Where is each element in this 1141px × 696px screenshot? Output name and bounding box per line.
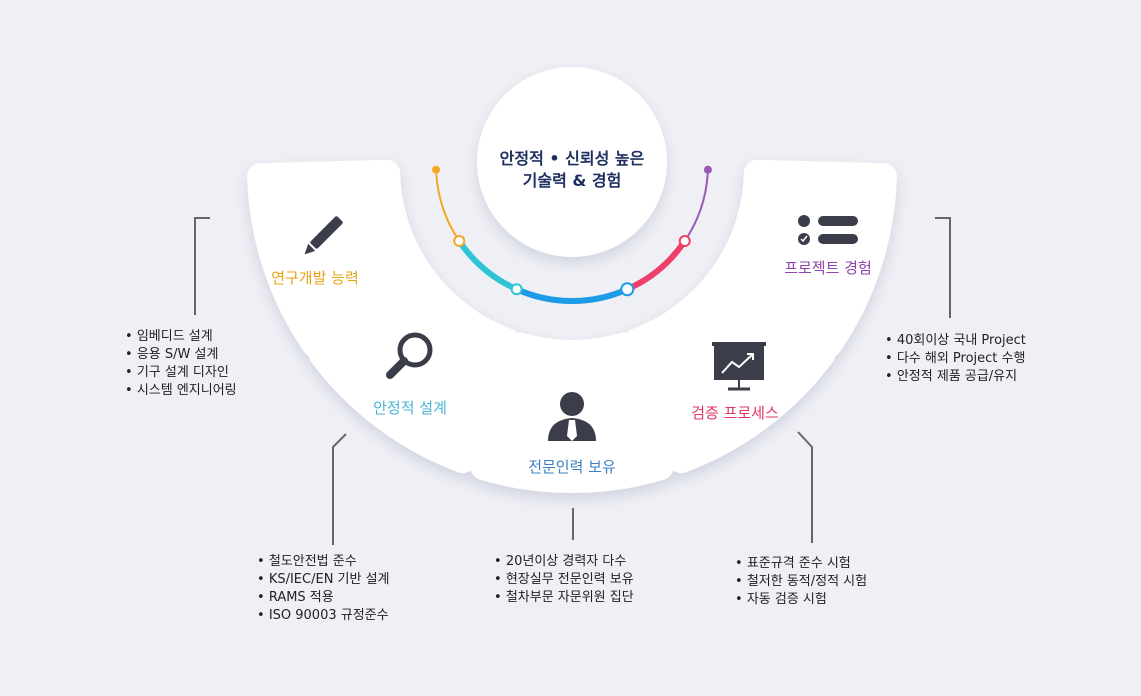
center-title-line1: 안정적 • 신뢰성 높은	[499, 149, 645, 168]
arc-node	[620, 282, 635, 297]
bullet-list-experts: 20년이상 경력자 다수 현장실무 전문인력 보유 철차부문 자문위원 집단	[494, 553, 634, 607]
card-safe-design	[308, 265, 521, 474]
list-item: 철저한 동적/정적 시험	[735, 573, 867, 591]
list-item: 철도안전법 준수	[257, 553, 390, 571]
list-item: 현장실무 전문인력 보유	[494, 571, 634, 589]
list-item: KS/IEC/EN 기반 설계	[257, 571, 390, 589]
arc-node	[453, 235, 466, 248]
arc-segment	[435, 173, 461, 243]
list-item: 20년이상 경력자 다수	[494, 553, 634, 571]
bullet-list-verification: 표준규격 준수 시험 철저한 동적/정적 시험 자동 검증 시험	[735, 555, 867, 609]
arc-segment	[683, 173, 709, 243]
arc-segment	[624, 238, 688, 293]
list-item: 안정적 제품 공급/유지	[885, 368, 1026, 386]
list-item: ISO 90003 규정준수	[257, 607, 390, 625]
card-title-rnd: 연구개발 능력	[271, 269, 359, 287]
arc-segment	[456, 238, 520, 293]
list-item: 철차부문 자문위원 집단	[494, 589, 634, 607]
card-title-safe-design: 안정적 설계	[373, 399, 447, 417]
arc-node	[703, 165, 712, 174]
person-icon	[548, 392, 596, 441]
card-rnd	[247, 159, 433, 358]
arc-node	[510, 283, 523, 296]
bullet-list-safe-design: 철도안전법 준수 KS/IEC/EN 기반 설계 RAMS 적용 ISO 900…	[257, 553, 390, 625]
bullet-list-rnd: 임베디드 설계 응용 S/W 설계 기구 설계 디자인 시스템 엔지니어링	[125, 328, 237, 400]
center-title-line2: 기술력 & 경험	[522, 171, 622, 190]
center-circle	[477, 67, 667, 257]
card-title-experts: 전문인력 보유	[528, 458, 616, 476]
connector-line	[194, 217, 210, 315]
checklist-icon	[798, 215, 858, 245]
arc-segment	[513, 286, 631, 304]
magnifier-icon	[386, 332, 433, 379]
list-item: 자동 검증 시험	[735, 591, 867, 609]
chart-board-icon	[712, 342, 766, 391]
connector-line	[332, 433, 347, 545]
list-item: 응용 S/W 설계	[125, 346, 237, 364]
card-title-verification: 검증 프로세스	[691, 404, 779, 422]
card-projects	[711, 159, 897, 358]
list-item: 표준규격 준수 시험	[735, 555, 867, 573]
arc-node	[678, 235, 691, 248]
list-item: RAMS 적용	[257, 589, 390, 607]
list-item: 40회이상 국내 Project	[885, 332, 1026, 350]
list-item: 다수 해외 Project 수행	[885, 350, 1026, 368]
connector-line	[797, 431, 813, 543]
center-title: 안정적 • 신뢰성 높은 기술력 & 경험	[500, 148, 645, 192]
arc-node	[432, 165, 441, 174]
list-item: 임베디드 설계	[125, 328, 237, 346]
connector-line	[935, 217, 951, 318]
card-title-projects: 프로젝트 경험	[784, 259, 872, 277]
pencil-icon	[304, 216, 343, 255]
list-item: 시스템 엔지니어링	[125, 382, 237, 400]
list-item: 기구 설계 디자인	[125, 364, 237, 382]
bullet-list-projects: 40회이상 국내 Project 다수 해외 Project 수행 안정적 제품…	[885, 332, 1026, 386]
